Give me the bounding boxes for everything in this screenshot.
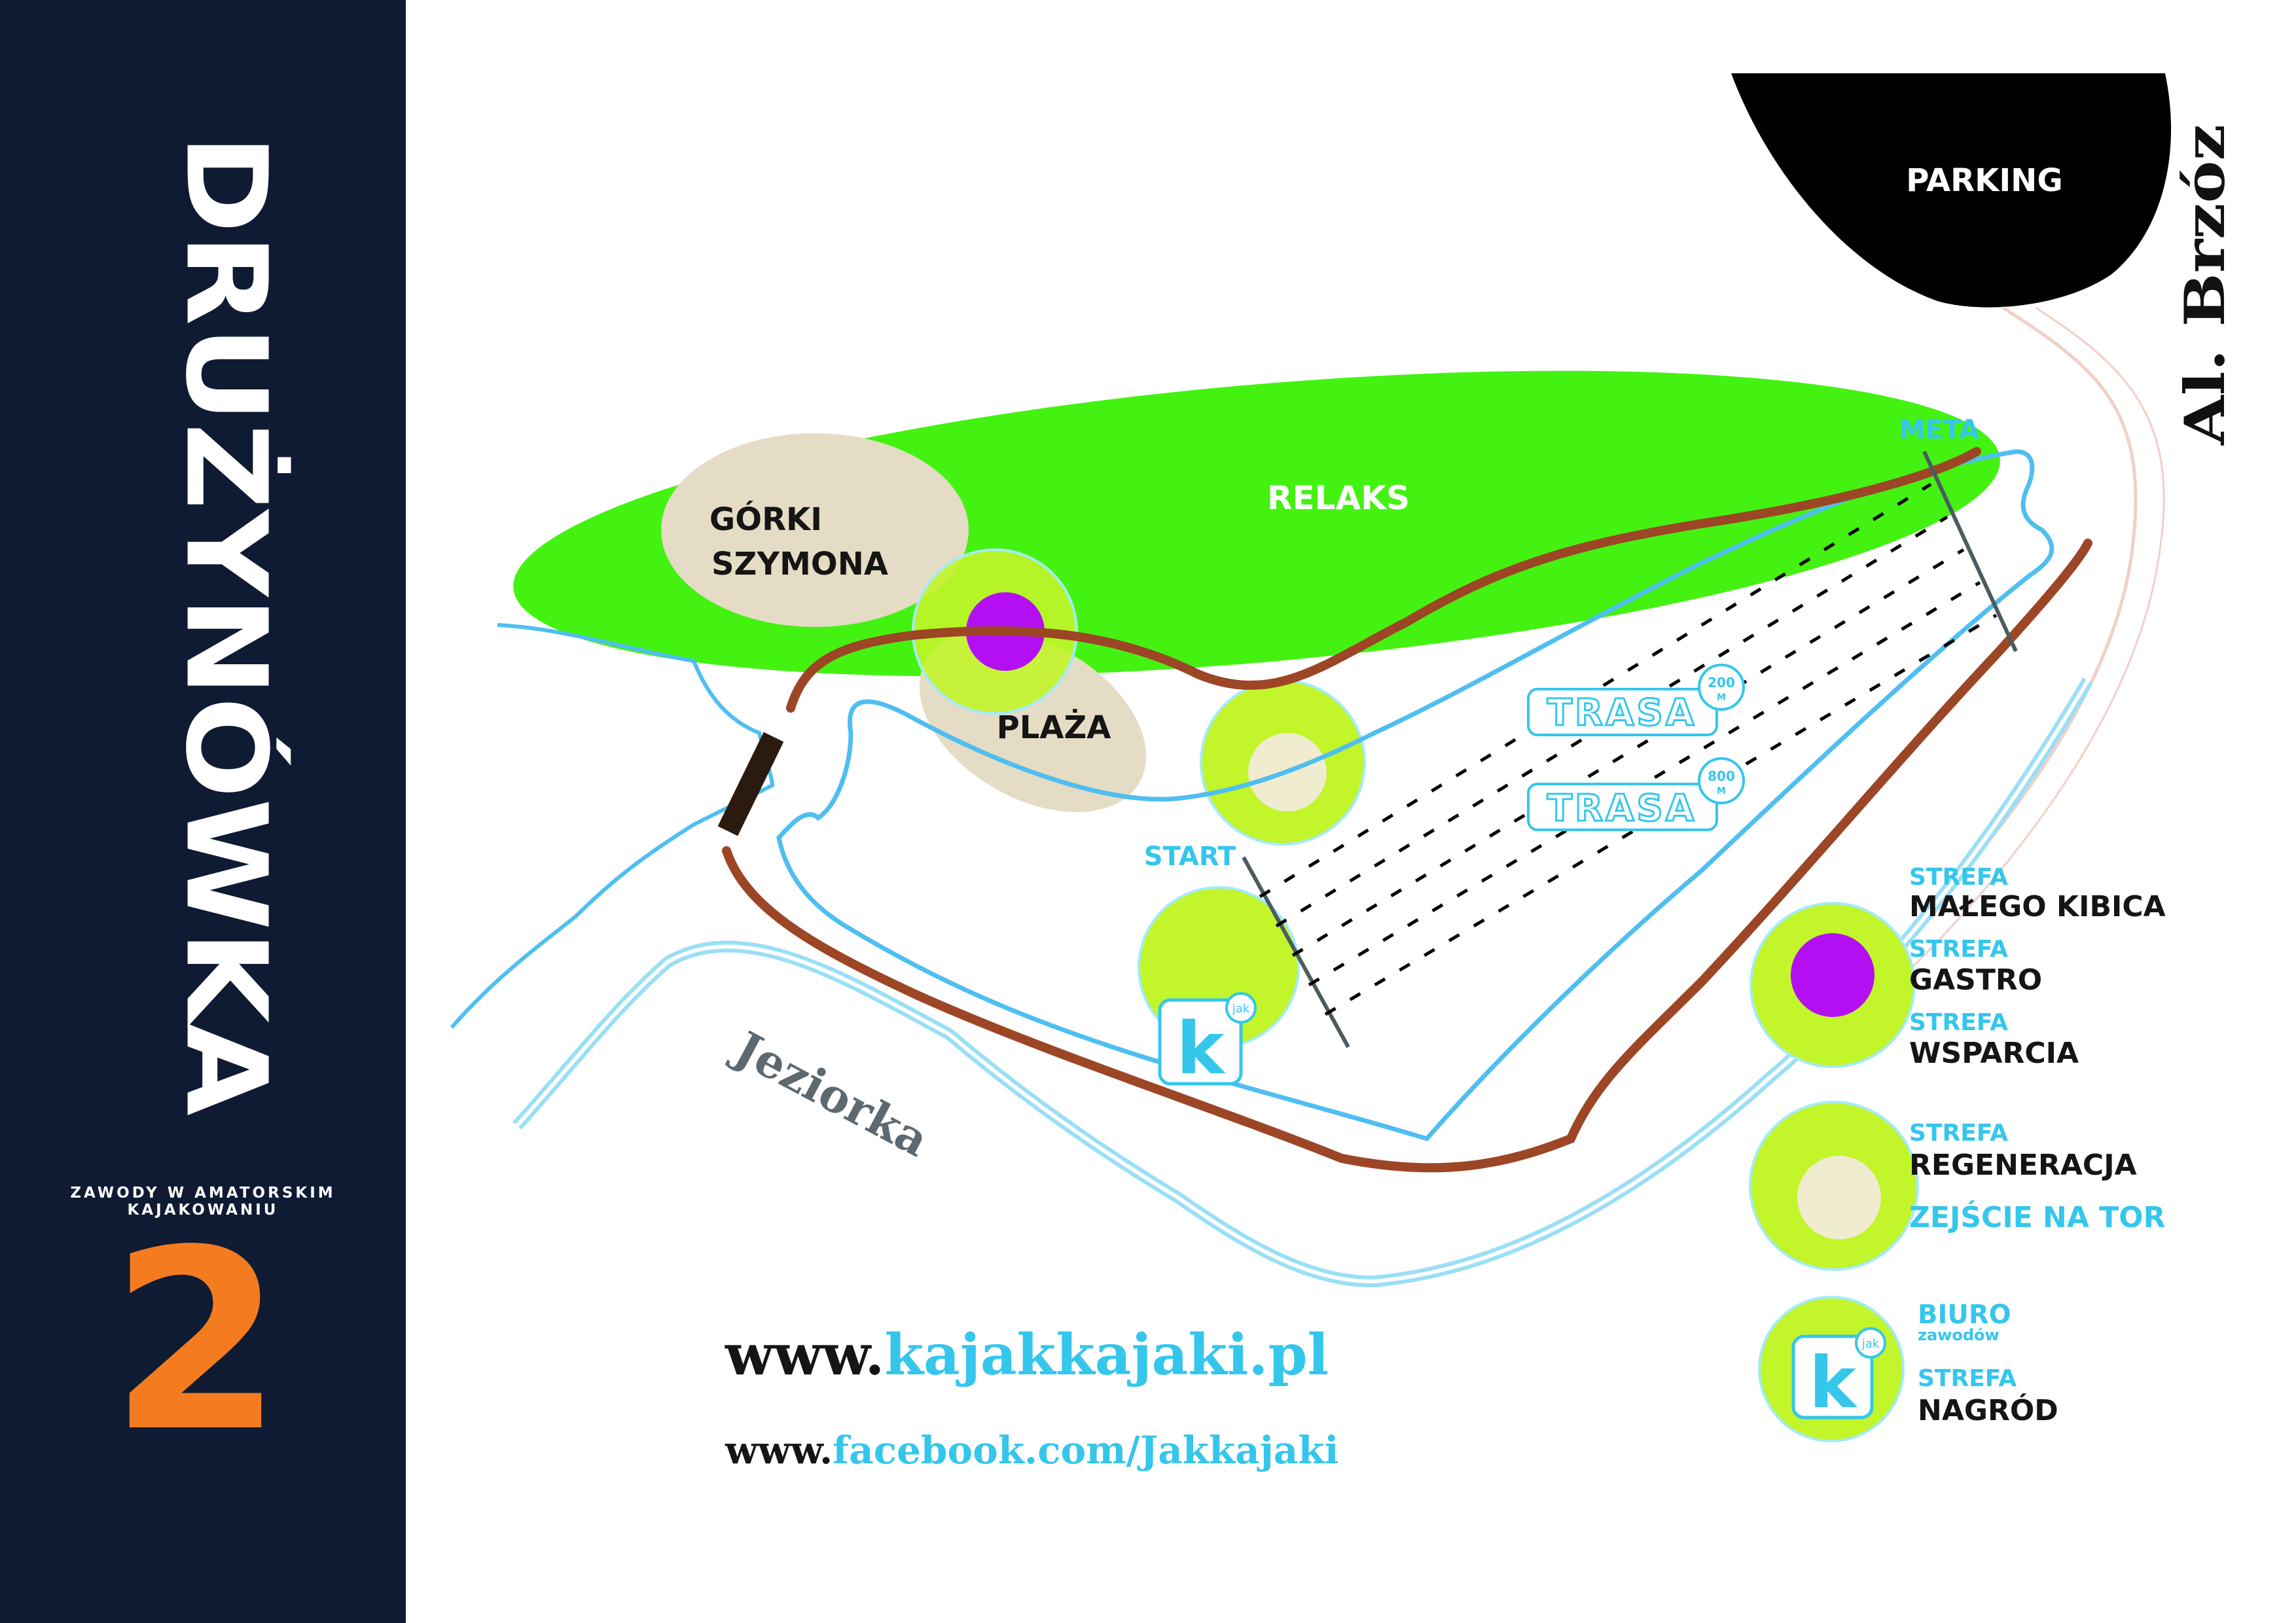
parking-area [1731, 73, 2172, 308]
river-label: Jeziorka [723, 1019, 938, 1168]
legend-regeneracja: REGENERACJA [1909, 1149, 2137, 1182]
legend-strefa-3: STREFA [1909, 1009, 2008, 1036]
legend-strefa-2: STREFA [1909, 936, 2008, 963]
trasa-800-badge-unit: M [1717, 786, 1726, 796]
parking-label: PARKING [1906, 162, 2063, 199]
poster-subtitle: ZAWODY W AMATORSKIM KAJAKOWANIU [70, 1185, 336, 1219]
trasa-200-badge-value: 200 [1708, 675, 1735, 690]
relaks-label: RELAKS [1267, 479, 1410, 517]
k-logo-map-badge [1225, 992, 1257, 1024]
legend-gastro-dot [1791, 933, 1874, 1017]
gorki-label-line2: SZYMONA [711, 546, 888, 582]
legend-strefa-4: STREFA [1909, 1120, 2008, 1147]
legend-biuro: BIURO [1918, 1300, 2011, 1330]
access-road-edge [1910, 306, 2165, 970]
legend-k-logo-box [1791, 1334, 1874, 1419]
trasa-200-box [1527, 688, 1718, 736]
poster-title: DRUŻYNÓWKA [161, 134, 291, 1116]
legend-malego-kibica: MAŁEGO KIBICA [1909, 890, 2166, 923]
k-logo-map: k jak [1158, 992, 1257, 1090]
website-link: www.kajakkajaki.pl [725, 1322, 1329, 1388]
k-logo-map-badge-text: jak [1232, 1002, 1250, 1016]
poster-title-vertical: DRUŻYNÓWKA [161, 134, 291, 1116]
facebook-domain: facebook.com/Jakkajaki [833, 1428, 1338, 1472]
k-logo-map-box [1158, 998, 1243, 1086]
start-label: START [1144, 842, 1236, 872]
legend-regeneracja-dot [1797, 1156, 1881, 1240]
sidebar-panel: DRUŻYNÓWKA ZAWODY W AMATORSKIM KAJAKOWAN… [0, 0, 406, 1623]
legend-k-logo-letter: k [1809, 1342, 1857, 1424]
legend-strefa-5: STREFA [1918, 1365, 2017, 1392]
website-prefix: www. [725, 1322, 884, 1388]
legend-nagrod: NAGRÓD [1918, 1393, 2058, 1427]
footpath [786, 447, 1981, 713]
legend-zawodow: zawodów [1918, 1326, 2000, 1344]
gorki-label-line1: GÓRKI [709, 501, 822, 538]
facebook-link: www.facebook.com/Jakkajaki [725, 1428, 1339, 1472]
website-domain: kajakkajaki.pl [884, 1322, 1329, 1388]
water-channel [450, 623, 775, 1029]
legend-strefa-1: STREFA [1909, 864, 2008, 891]
trasa-800-box [1527, 783, 1718, 831]
edition-number: 2 [109, 1196, 283, 1486]
facebook-prefix: www. [725, 1428, 833, 1472]
legend-zejscie: ZEJŚCIE NA TOR [1909, 1200, 2166, 1234]
trasa-200-text: TRASA [1547, 692, 1696, 734]
trasa-800-label: TRASA 800 M [1527, 757, 1745, 831]
legend-gastro: GASTRO [1909, 963, 2042, 997]
meta-line [1922, 450, 2018, 652]
trasa-200-badge [1698, 664, 1745, 711]
legend-k-logo-badge-text: jak [1861, 1337, 1880, 1351]
k-logo-map-letter: k [1176, 1007, 1226, 1090]
trasa-200-badge-unit: M [1717, 692, 1726, 703]
plaza-label: PLAŻA [997, 709, 1111, 746]
trasa-800-text: TRASA [1547, 787, 1696, 830]
meta-label: META [1899, 415, 1979, 445]
gorki-szymona-area [661, 433, 969, 627]
footpath-south [722, 539, 2092, 1173]
trasa-200-label: TRASA 200 M [1527, 664, 1745, 736]
bridge [717, 732, 784, 836]
legend-wsparcia: WSPARCIA [1909, 1037, 2079, 1070]
rowing-course-outline [776, 449, 2054, 1142]
trasa-800-badge [1698, 757, 1745, 804]
trasa-800-badge-value: 800 [1708, 768, 1735, 784]
legend-k-logo-badge [1855, 1327, 1886, 1359]
street-label: Al. Brzóz [2172, 124, 2237, 446]
